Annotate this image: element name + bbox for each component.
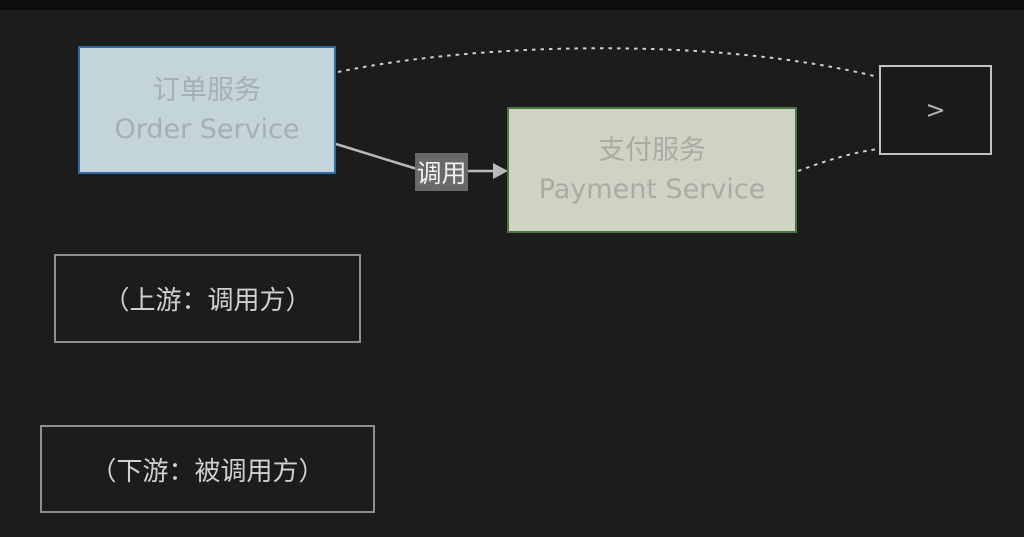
next-node[interactable]: > (879, 65, 992, 155)
upstream-note-text: （上游：调用方） (103, 286, 312, 316)
call-line-left-segment (335, 142, 418, 171)
order-service-node[interactable]: 订单服务 Order Service (78, 46, 336, 174)
letterbox-top-bar (0, 0, 1024, 10)
downstream-note-box[interactable]: （下游：被调用方） (40, 425, 375, 513)
payment-service-title-zh: 支付服务 (598, 135, 706, 166)
dashed-curve-order-to-next (337, 47, 879, 78)
downstream-note-text: （下游：被调用方） (90, 456, 325, 487)
payment-service-title-en: Payment Service (538, 174, 766, 205)
dashed-curve-payment-to-next (797, 148, 879, 172)
call-edge-label-text: 调用 (416, 159, 467, 188)
call-arrowhead-icon (493, 163, 508, 179)
call-edge-label[interactable]: 调用 (415, 153, 468, 191)
order-service-title-zh: 订单服务 (153, 75, 261, 106)
order-service-title-en: Order Service (114, 114, 300, 145)
chevron-right-icon: > (925, 96, 946, 124)
upstream-note-box[interactable]: （上游：调用方） (54, 254, 361, 343)
payment-service-node[interactable]: 支付服务 Payment Service (507, 107, 797, 233)
